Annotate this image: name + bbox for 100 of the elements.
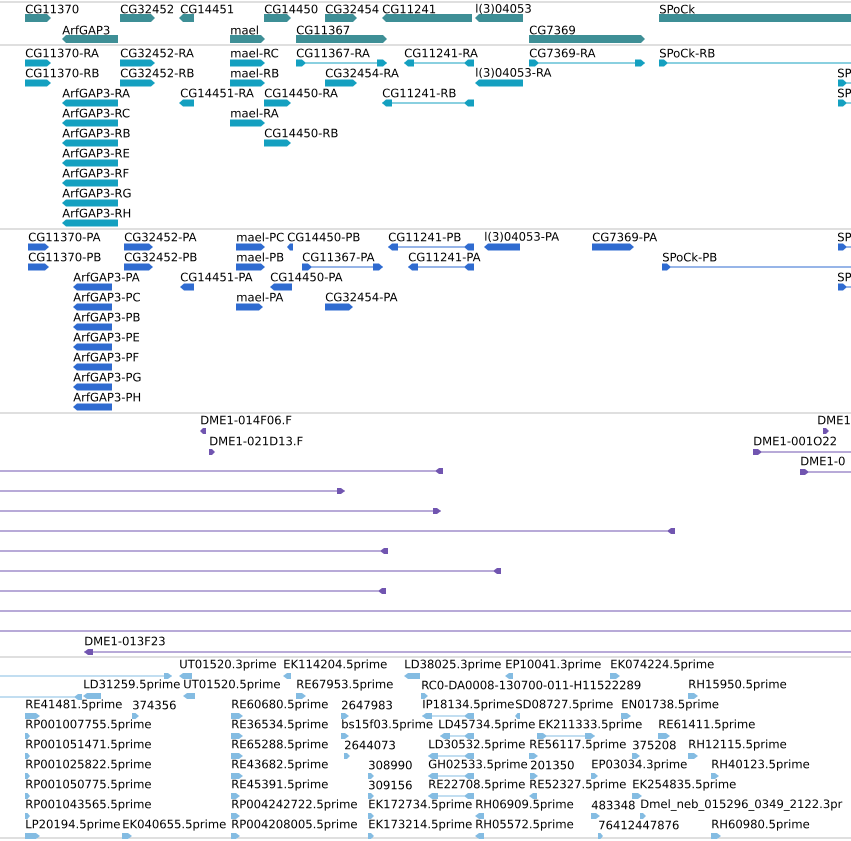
feature-label: RE61411.5prime xyxy=(659,719,755,731)
feature-label: RH05572.5prime xyxy=(476,819,574,831)
feature-label: DME1-013F23 xyxy=(85,636,165,646)
feature-label: CG11241-PB xyxy=(388,232,460,242)
feature-label: CG11241-PA xyxy=(408,252,480,262)
feature-label: SP xyxy=(838,272,851,282)
feature-label: UT01520.3prime xyxy=(180,659,276,671)
feature-label: EP03034.3prime xyxy=(592,759,687,771)
feature-label: ArfGAP3-RH xyxy=(62,208,130,218)
feature-label: RP004208005.5prime xyxy=(232,819,357,831)
feature-label: RP001050775.5prime xyxy=(26,779,151,791)
feature-label: SD08727.5prime xyxy=(516,699,613,711)
feature-label: CG11370-PB xyxy=(28,252,100,262)
feature-label: CG14450-PB xyxy=(288,232,360,242)
feature-label: UT01520.5prime xyxy=(184,679,280,691)
feature-label: EK114204.5prime xyxy=(284,659,387,671)
feature-label: RH40123.5prime xyxy=(712,759,810,771)
feature-label: CG32454 xyxy=(326,4,379,14)
feature-label: ArfGAP3-RC xyxy=(62,108,130,118)
feature-label: bs15f03.5prime xyxy=(342,719,432,731)
feature-label: RP004242722.5prime xyxy=(232,799,357,811)
feature-label: Dmel_neb_015296_0349_2122.3pr xyxy=(641,799,842,811)
feature-label: mael-RA xyxy=(231,108,279,118)
feature-label: CG11367-PA xyxy=(302,252,374,262)
feature-label: LD30532.5prime xyxy=(429,739,525,751)
feature-label: RH15950.5prime xyxy=(689,679,786,691)
feature-label: ArfGAP3-RA xyxy=(62,88,130,98)
feature-label: SP xyxy=(838,88,851,98)
feature-label: mael-RB xyxy=(231,68,278,78)
feature-label: 2647983 xyxy=(342,700,392,710)
feature-label: CG32454-PA xyxy=(326,292,398,302)
feature-label: ArfGAP3-PC xyxy=(73,292,140,302)
feature-label: RE22708.5prime xyxy=(429,779,525,791)
feature-label: LD38025.3prime xyxy=(405,659,501,671)
feature-label: SP xyxy=(838,232,851,242)
feature-label: 309156 xyxy=(369,780,412,790)
feature-label: mael-RC xyxy=(231,48,278,58)
feature-label: IP18134.5prime xyxy=(423,699,514,711)
feature-label: LD45734.5prime xyxy=(439,719,535,731)
feature-label: CG32452 xyxy=(120,4,174,14)
feature-label: LD31259.5prime xyxy=(84,679,180,691)
feature-label: RE60680.5prime xyxy=(232,699,328,711)
feature-label: CG11370-RB xyxy=(26,68,99,78)
feature-label: ArfGAP3-PE xyxy=(73,332,140,342)
feature-label: mael-PB xyxy=(237,252,284,262)
feature-label: CG11241 xyxy=(382,4,436,14)
feature-label: 201350 xyxy=(531,760,574,770)
feature-label: CG11367 xyxy=(296,26,350,34)
feature-label: CG32454-RA xyxy=(326,68,399,78)
feature-label: DME1-021D13.F xyxy=(210,436,303,446)
feature-label: RP001051471.5prime xyxy=(26,739,151,751)
feature-label: EK173214.5prime xyxy=(369,819,472,831)
feature-label: ArfGAP3 xyxy=(62,26,110,34)
feature-label: RE65288.5prime xyxy=(232,739,328,751)
feature-label: DME1 xyxy=(818,416,850,424)
feature-label: RE67953.5prime xyxy=(297,679,393,691)
feature-label: CG14450-PA xyxy=(270,272,342,282)
feature-label: CG11370-RA xyxy=(26,48,99,58)
feature-label: CG14450 xyxy=(264,4,318,14)
feature-label: ArfGAP3-PG xyxy=(73,372,140,382)
feature-label: RP001007755.5prime xyxy=(26,719,151,731)
feature-label: CG11241-RA xyxy=(404,48,478,58)
feature-label: EK254835.5prime xyxy=(633,779,736,791)
feature-label: ArfGAP3-RB xyxy=(62,128,130,138)
feature-label: CG11370 xyxy=(26,4,78,14)
feature-label: SPoCk-PB xyxy=(662,252,716,262)
feature-label: 76412447876 xyxy=(599,820,679,830)
feature-label: ArfGAP3-RE xyxy=(62,148,130,158)
feature-label: LP20194.5prime xyxy=(26,819,120,831)
feature-label: 2644073 xyxy=(345,740,395,750)
feature-label: CG11241-RB xyxy=(382,88,456,98)
feature-label: RP001025822.5prime xyxy=(26,759,151,771)
feature-label: ArfGAP3-PA xyxy=(73,272,140,282)
feature-label: 483348 xyxy=(592,800,635,810)
feature-label: CG14451-PA xyxy=(180,272,252,282)
feature-label: 375208 xyxy=(633,740,676,750)
feature-label: l(3)04053 xyxy=(476,4,531,14)
feature-label: l(3)04053-PA xyxy=(485,232,560,242)
feature-label: CG14451 xyxy=(180,4,234,14)
feature-label: RH12115.5prime xyxy=(689,739,786,751)
feature-label: ArfGAP3-PH xyxy=(73,392,140,402)
feature-label: EK074224.5prime xyxy=(611,659,714,671)
feature-label: RE41481.5prime xyxy=(26,699,122,711)
feature-label: CG11370-PA xyxy=(28,232,100,242)
feature-label: CG11367-RA xyxy=(296,48,370,58)
feature-label: DME1-001O22 xyxy=(754,436,836,446)
feature-label: CG7369-RA xyxy=(530,48,596,58)
feature-label: RE43682.5prime xyxy=(232,759,328,771)
feature-label: RC0-DA0008-130700-011-H11522289 xyxy=(422,680,640,690)
feature-label: CG14450-RB xyxy=(264,128,338,138)
feature-label: EP10041.3prime xyxy=(506,659,601,671)
feature-label: DME1-014F06.F xyxy=(201,416,292,424)
feature-label: ArfGAP3-PF xyxy=(73,352,138,362)
feature-label: SP xyxy=(838,68,851,78)
feature-label: RP001043565.5prime xyxy=(26,799,151,811)
feature-label: CG32452-PB xyxy=(124,252,196,262)
feature-label: mael-PA xyxy=(237,292,284,302)
feature-label: RE56117.5prime xyxy=(530,739,626,751)
feature-label: EK211333.5prime xyxy=(539,719,642,731)
feature-label: RH06909.5prime xyxy=(476,799,574,811)
